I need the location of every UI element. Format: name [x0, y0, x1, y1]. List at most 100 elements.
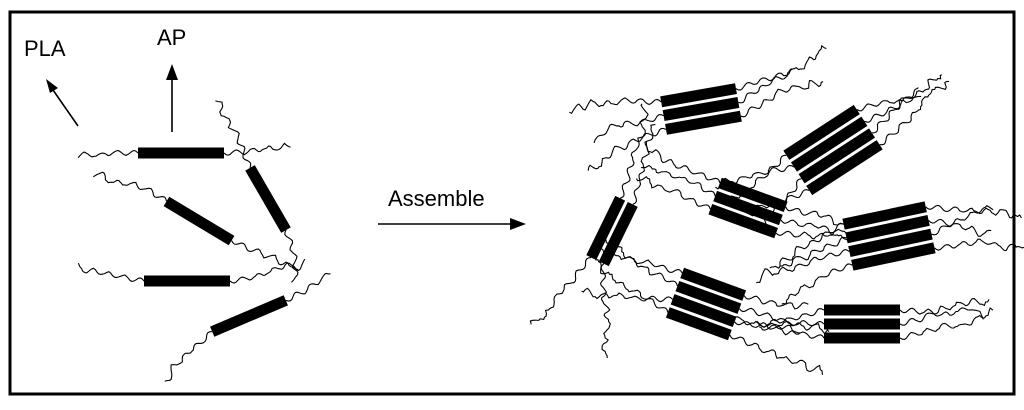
pla-chain: [284, 229, 299, 283]
pla-chain: [756, 308, 825, 328]
ap-bar: [708, 204, 778, 239]
pla-chain: [529, 257, 592, 325]
ap-bar: [245, 165, 291, 233]
pla-chain: [619, 103, 649, 199]
pla-chain: [587, 127, 667, 171]
pla-chain: [229, 258, 306, 284]
pla-chain: [645, 141, 721, 184]
pla-chain: [743, 295, 809, 310]
ap-bar: [598, 201, 638, 267]
ap-bar: [851, 242, 936, 271]
ap-bar: [660, 83, 737, 108]
pla-chain: [77, 149, 139, 159]
ap-bar: [665, 307, 732, 341]
pla-chain: [856, 95, 922, 112]
pla-chain: [759, 324, 825, 339]
pla-chain: [727, 316, 825, 328]
ap-bar: [144, 275, 230, 287]
pla-chain: [223, 142, 291, 156]
ap-bar: [824, 332, 900, 344]
ap-bundle: [529, 103, 656, 359]
pla-label: PLA: [24, 36, 66, 61]
pla-chain: [879, 80, 950, 146]
pla-pointer-arrow: [46, 79, 79, 127]
ap-bar: [713, 190, 783, 226]
pla-chain: [735, 44, 827, 91]
single-ap-molecule: [164, 272, 331, 382]
ap-bar: [790, 116, 868, 172]
ap-bar: [138, 147, 224, 159]
pla-chain: [899, 307, 994, 340]
ap-bundle: [727, 298, 994, 344]
ap-bar: [842, 201, 927, 230]
ap-bar: [824, 304, 900, 316]
ap-bar: [210, 295, 288, 337]
pla-chain: [595, 259, 669, 313]
pla-chain: [780, 219, 860, 243]
ap-bar: [680, 267, 747, 301]
ap-bar: [718, 177, 788, 212]
pla-chain: [931, 205, 994, 236]
pla-chain: [605, 239, 678, 287]
pla-chain: [928, 218, 992, 237]
single-ap-molecule: [215, 100, 299, 283]
pla-chain: [785, 206, 848, 229]
pla-chain: [729, 334, 824, 375]
figure-frame: [8, 10, 1016, 396]
assemble-label: Assemble: [388, 186, 485, 211]
ap-bar: [783, 104, 860, 160]
pla-chain: [775, 228, 847, 240]
single-ap-molecule: [92, 171, 299, 271]
ap-bundle: [569, 44, 827, 171]
pla-chain: [756, 249, 850, 284]
pla-chain: [635, 175, 711, 210]
ap-bar: [845, 215, 930, 244]
pla-chain: [899, 298, 990, 326]
ap-bar: [662, 96, 740, 122]
pla-chain: [925, 204, 1022, 219]
pla-chain: [640, 164, 716, 197]
pla-chain: [780, 236, 847, 267]
pla-chain: [215, 100, 252, 168]
pla-chain: [871, 74, 943, 134]
ap-bar: [163, 196, 235, 246]
pla-chain: [738, 68, 793, 104]
assembled-structure: [529, 44, 1024, 375]
ap-bar: [806, 140, 883, 196]
single-ap-molecule: [77, 258, 306, 287]
pla-chain: [581, 287, 673, 303]
pla-chain: [899, 307, 984, 320]
ap-pointer-arrow: [166, 64, 178, 132]
pla-chain: [285, 272, 331, 302]
unassembled-molecules: [77, 100, 331, 382]
ap-label: AP: [157, 25, 186, 50]
ap-bar: [824, 318, 900, 330]
pla-chain: [734, 321, 801, 336]
ap-bundle: [635, 141, 860, 243]
pla-chain: [934, 238, 1024, 252]
ap-bar: [798, 128, 876, 184]
assemble-arrow: [378, 218, 526, 230]
pla-chain: [569, 97, 662, 115]
ap-bar: [675, 280, 742, 314]
pla-chain: [596, 245, 683, 274]
ap-bar: [586, 195, 626, 261]
pla-chain: [599, 263, 611, 359]
pla-chain: [593, 114, 664, 144]
ap-bar: [665, 110, 742, 135]
pla-chain: [740, 80, 824, 118]
pla-chain: [77, 262, 145, 282]
pla-chain: [864, 87, 919, 123]
pla-chain: [769, 223, 844, 269]
pla-chain: [92, 171, 167, 202]
ap-bundle: [756, 201, 1024, 305]
ap-bar: [848, 228, 933, 257]
pla-chain: [231, 240, 299, 271]
ap-bundle: [715, 74, 950, 232]
pla-chain: [164, 331, 213, 382]
pla-chain: [781, 263, 853, 305]
single-ap-molecule: [77, 142, 291, 159]
pla-chain: [632, 123, 656, 205]
